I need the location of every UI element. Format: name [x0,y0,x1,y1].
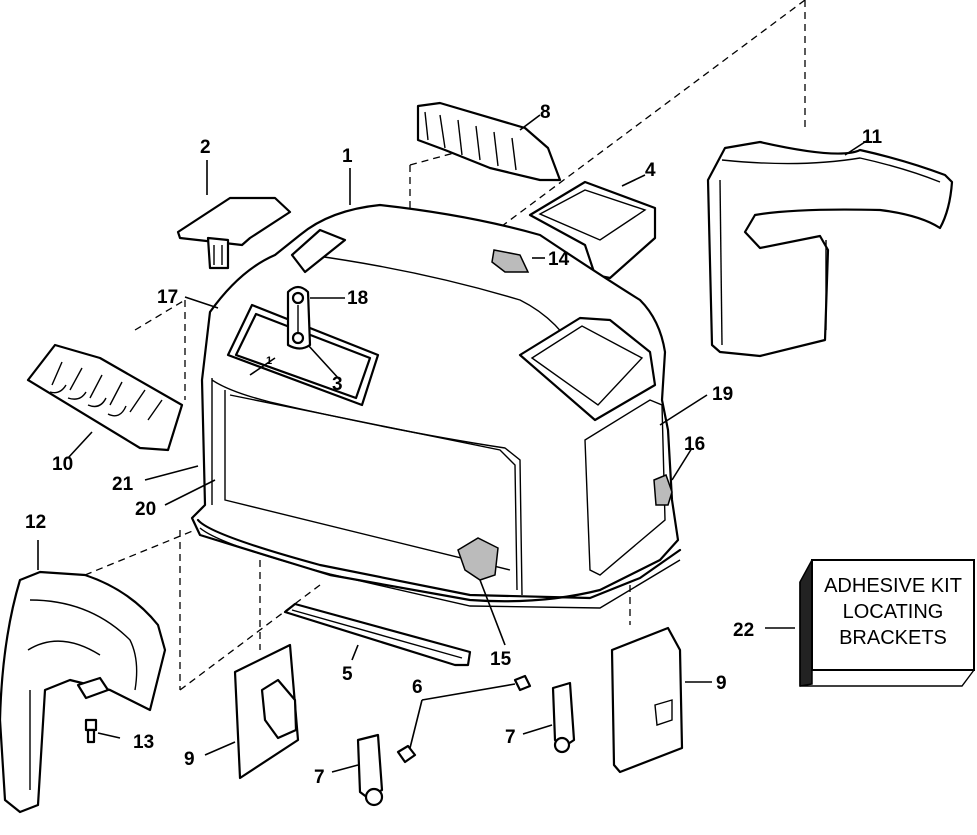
part-7-bracket-left [356,733,384,807]
callout-9-left: 9 [184,749,195,770]
part-9-plate-left [233,643,300,780]
assembly-guide-lines [84,0,806,691]
callout-22: 22 [733,620,754,641]
callout-12: 12 [25,512,46,533]
part-5-seal-strip [283,602,472,667]
part-12-side-cover [0,570,167,814]
part-2-cap [176,196,292,270]
callout-3: 3 [332,374,343,395]
callout-10: 10 [52,454,73,475]
callout-17: 17 [157,287,178,308]
part-13-screw [84,718,98,744]
part-14-clip [491,249,530,273]
callout-1: 1 [342,146,353,167]
callout-7-right: 7 [505,727,516,748]
callout-small-1: 1 [266,355,272,367]
callout-18: 18 [347,288,368,309]
kit-box-line-3: BRACKETS [839,627,947,649]
part-16-clip [653,474,673,506]
part-15-clip [457,537,499,581]
part-7-bracket-right [551,681,576,754]
leader-lines [37,114,869,773]
callout-13: 13 [133,732,154,753]
callout-7-left: 7 [314,767,325,788]
part-22-adhesive-kit-box: ADHESIVE KIT LOCATING BRACKETS [799,559,975,687]
callout-9-right: 9 [716,673,727,694]
part-18-bracket [286,285,312,350]
callout-11: 11 [862,127,883,148]
callout-2: 2 [200,137,211,158]
callout-5: 5 [342,664,353,685]
callout-20: 20 [135,499,156,520]
callout-21: 21 [112,474,134,495]
callout-16: 16 [684,434,705,455]
kit-box-line-1: ADHESIVE KIT [824,575,962,597]
callout-19: 19 [712,384,733,405]
part-4-cover-frame [528,180,657,280]
part-11-rear-cover [706,140,954,358]
part-8-top-vent [416,101,562,182]
callout-6: 6 [412,677,423,698]
main-cowl-body [190,203,682,609]
part-6-screws [396,674,532,764]
kit-box-line-2: LOCATING [843,601,944,623]
callout-8: 8 [540,102,551,123]
part-9-plate-right [610,626,684,774]
callout-14: 14 [548,249,570,270]
callout-labels: 1 2 3 4 5 6 7 7 8 9 9 10 11 12 13 14 15 … [25,102,883,788]
callout-15: 15 [490,649,512,670]
part-3-window-gasket [226,303,380,407]
callout-4: 4 [645,160,656,181]
part-10-louver-vent [26,343,184,452]
